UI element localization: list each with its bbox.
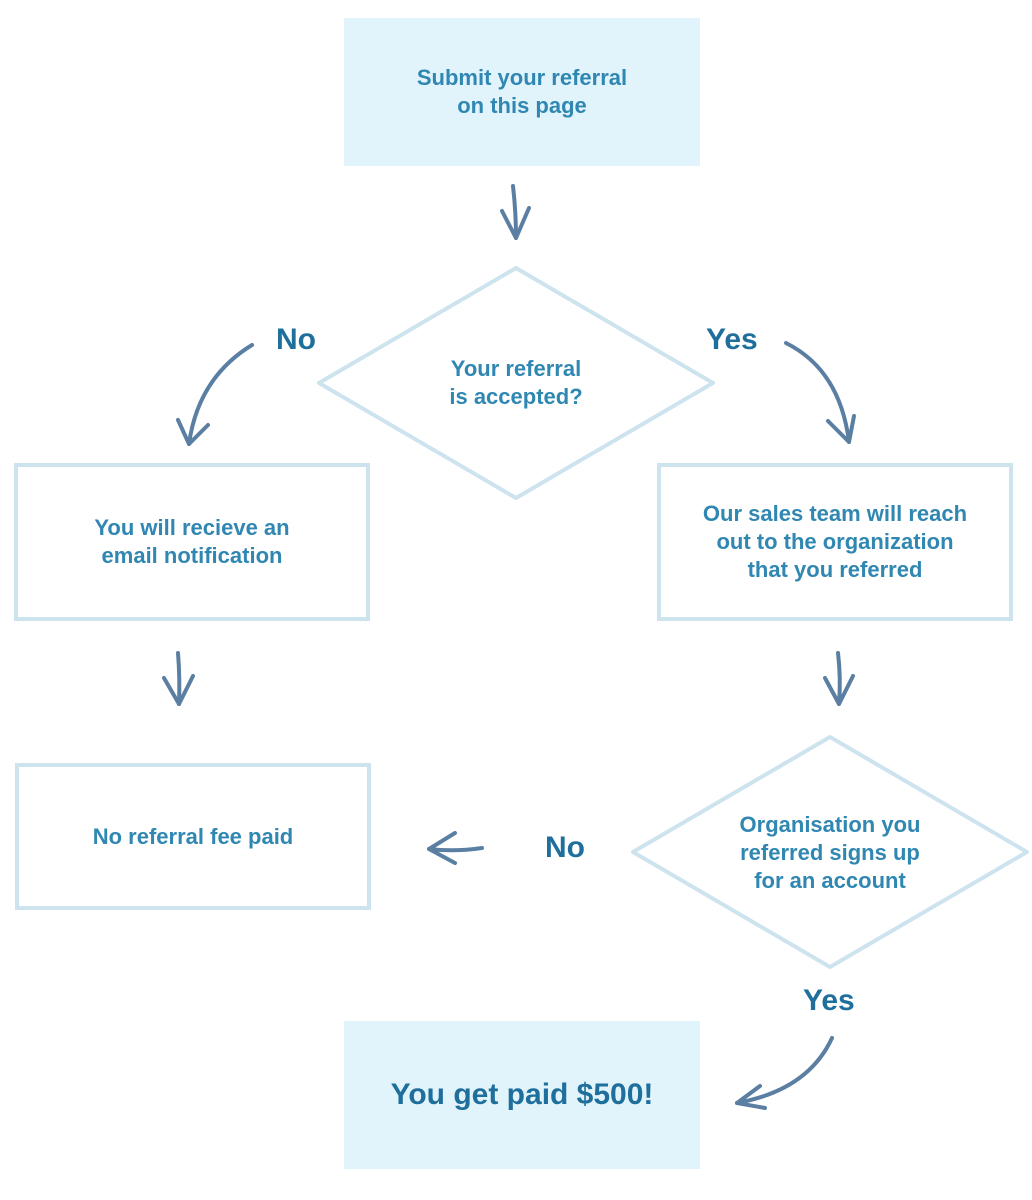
decision-accepted-label: Your referral is accepted?	[400, 338, 632, 428]
step-submit-referral-text: Submit your referral on this page	[416, 65, 628, 118]
down-arrow-icon	[162, 651, 195, 706]
step-submit-referral: Submit your referral on this page	[344, 18, 700, 166]
down-arrow-icon	[500, 184, 531, 240]
decision-signup-text: Organisation you referred signs up for a…	[739, 812, 921, 893]
curved-arrow-left-down-icon	[176, 343, 254, 446]
step-sales-team: Our sales team will reach out to the org…	[657, 463, 1013, 621]
step-no-fee-text: No referral fee paid	[92, 823, 294, 849]
decision-signup-label: Organisation you referred signs up for a…	[700, 805, 960, 901]
down-arrow-icon	[823, 651, 855, 706]
step-sales-team-text: Our sales team will reach out to the org…	[702, 501, 968, 582]
curved-arrow-down-left-icon	[735, 1036, 834, 1110]
left-arrow-icon	[427, 831, 484, 865]
branch-label-no: No	[276, 323, 316, 356]
step-no-fee: No referral fee paid	[15, 763, 371, 910]
branch-label-yes: Yes	[706, 323, 758, 356]
step-email-notification-text: You will recieve an email notification	[94, 515, 290, 568]
step-paid-text: You get paid $500!	[390, 1078, 654, 1111]
branch-label-no: No	[545, 831, 585, 864]
curved-arrow-right-down-icon	[784, 341, 856, 444]
step-email-notification: You will recieve an email notification	[14, 463, 370, 621]
decision-accepted-text: Your referral is accepted?	[449, 356, 583, 409]
step-paid: You get paid $500!	[344, 1021, 700, 1169]
decision-diamond-signup	[631, 735, 1029, 969]
branch-label-yes: Yes	[803, 984, 855, 1017]
decision-diamond-accepted	[317, 266, 715, 500]
